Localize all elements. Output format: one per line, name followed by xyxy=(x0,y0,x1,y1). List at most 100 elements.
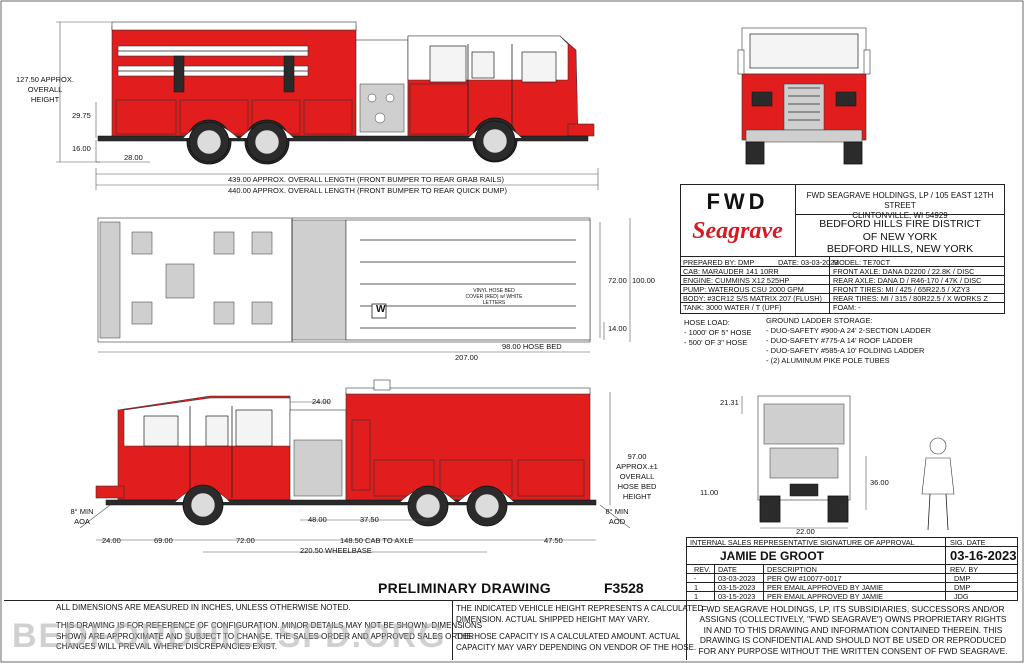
customer-line-1: BEDFORD HILLS FIRE DISTRICT xyxy=(819,218,981,230)
height-note-line: THE INDICATED VEHICLE HEIGHT REPRESENTS … xyxy=(456,604,704,613)
proprietary-notice: FWD SEAGRAVE HOLDINGS, LP, ITS SUBSIDIAR… xyxy=(688,604,1018,656)
title-block xyxy=(680,184,1005,314)
aod-value: 8° MIN xyxy=(605,507,629,516)
ladder-storage-title: GROUND LADDER STORAGE: xyxy=(766,316,873,325)
dim-16: 16.00 xyxy=(72,144,91,153)
spec-front-axle: FRONT AXLE: DANA D2200 / 22.8K / DISC xyxy=(833,267,975,276)
customer-line-3: BEDFORD HILLS, NEW YORK xyxy=(826,243,974,255)
company-address-line-1: FWD SEAGRAVE HOLDINGS, LP / 105 EAST 12T… xyxy=(806,191,994,210)
ladder-storage-item: - (2) ALUMINUM PIKE POLE TUBES xyxy=(766,356,890,365)
hose-bed-height-value: 97.00 APPROX.±1 xyxy=(616,452,658,471)
approver-name: JAMIE DE GROOT xyxy=(720,549,825,563)
prepared-by: PREPARED BY: DMP xyxy=(683,258,755,267)
description-header: DESCRIPTION xyxy=(767,565,817,574)
dim-24: 24.00 xyxy=(102,536,121,545)
dim-29-75: 29.75 xyxy=(72,111,91,120)
side-view-bottom xyxy=(79,379,631,553)
dim-37-5: 37.50 xyxy=(360,515,379,524)
aoa-value: 8° MIN xyxy=(70,507,94,516)
spec-model: MODEL: TE70CT xyxy=(833,258,891,267)
dim-36: 36.00 xyxy=(870,478,889,487)
spec-engine: ENGINE: CUMMINS X12 525HP xyxy=(683,276,790,285)
front-view xyxy=(737,27,871,165)
spec-front-tires: FRONT TIRES: MI / 425 / 65R22.5 / XZY3 xyxy=(833,285,970,294)
overall-height-dim: 127.50 APPROX. OVERALL HEIGHT xyxy=(10,75,80,105)
rev-row-by: JDG xyxy=(954,592,969,601)
side-view-top xyxy=(56,21,599,190)
hose-bed-cover-note: VINYL HOSE BED COVER (RED) w/ WHITE LETT… xyxy=(465,288,523,306)
dim-width-72: 72.00 xyxy=(608,276,627,285)
spec-rear-axle: REAR AXLE: DANA D / R46-170 / 47K / DISC xyxy=(833,276,982,285)
fwd-logo-text: FWD xyxy=(706,189,769,214)
reference-note-line: THIS DRAWING IS FOR REFERENCE OF CONFIGU… xyxy=(56,621,483,630)
dim-11: 11.00 xyxy=(700,488,719,497)
hose-bed-height-dim: 97.00 APPROX.±1 OVERALL HOSE BED HEIGHT xyxy=(612,452,662,502)
hose-bed-height-label-2: HOSE BED xyxy=(617,482,657,491)
hose-capacity-note-line: CAPACITY MAY VARY DEPENDING ON VENDOR OF… xyxy=(456,642,697,652)
company-address: FWD SEAGRAVE HOLDINGS, LP / 105 EAST 12T… xyxy=(800,191,1000,221)
aod-dim: 8° MIN AOD xyxy=(604,507,630,527)
dim-24-top: 24.00 xyxy=(312,397,331,406)
dim-47-5: 47.50 xyxy=(544,536,563,545)
rev-header: REV. xyxy=(694,565,711,574)
aoa-label: AOA xyxy=(74,517,90,526)
rev-row-by: DMP xyxy=(954,583,971,592)
hose-capacity-note-line: THE HOSE CAPACITY IS A CALCULATED AMOUNT… xyxy=(456,632,681,641)
proprietary-notice-line: FOR ANY PURPOSE WITHOUT THE WRITTEN CONS… xyxy=(698,645,1008,656)
rear-view xyxy=(741,395,955,531)
hose-bed-height-label-1: OVERALL xyxy=(619,472,655,481)
rev-row-by: DMP xyxy=(954,574,971,583)
rev-row-rev: 1 xyxy=(694,583,699,592)
approval-date: 03-16-2023 xyxy=(950,548,1017,563)
overall-length-quick-dump: 440.00 APPROX. OVERALL LENGTH (FRONT BUM… xyxy=(228,186,507,195)
height-note: THE INDICATED VEHICLE HEIGHT REPRESENTS … xyxy=(456,604,703,625)
aoa-dim: 8° MIN AOA xyxy=(70,507,94,527)
customer-line-2: OF NEW YORK xyxy=(862,230,938,243)
rev-row-desc: PER EMAIL APPROVED BY JAMIE xyxy=(767,583,883,592)
aod-label: AOD xyxy=(608,517,626,526)
proprietary-notice-line: FWD SEAGRAVE HOLDINGS, LP, ITS SUBSIDIAR… xyxy=(701,604,1005,614)
reference-note: THIS DRAWING IS FOR REFERENCE OF CONFIGU… xyxy=(56,621,482,653)
ladder-storage-item: - DUO-SAFETY #900-A 24' 2-SECTION LADDER xyxy=(766,326,932,335)
rev-row-date: 03-03-2023 xyxy=(718,574,756,583)
rev-row-date: 03-15-2023 xyxy=(718,583,756,592)
overall-length-grab-rails: 439.00 APPROX. OVERALL LENGTH (FRONT BUM… xyxy=(228,175,505,184)
letter-w: W xyxy=(376,304,386,315)
hose-load: HOSE LOAD: - 1000' OF 5" HOSE - 500' OF … xyxy=(684,318,751,348)
ladder-storage: GROUND LADDER STORAGE: - DUO-SAFETY #900… xyxy=(766,316,931,366)
seagrave-logo-text: Seagrave xyxy=(692,218,783,244)
dim-69: 69.00 xyxy=(154,536,173,545)
spec-cab: CAB: MARAUDER 141 10RR xyxy=(683,267,779,276)
height-note-line: DIMENSION. ACTUAL SHIPPED HEIGHT MAY VAR… xyxy=(456,614,650,624)
dim-14: 14.00 xyxy=(608,324,627,333)
hose-load-item: - 500' OF 3" HOSE xyxy=(684,338,748,347)
preliminary-drawing-title: PRELIMINARY DRAWING xyxy=(378,580,551,596)
dim-21-31: 21.31 xyxy=(720,398,739,407)
rev-row-date: 03-15-2023 xyxy=(718,592,756,601)
approval-header: INTERNAL SALES REPRESENTATIVE SIGNATURE … xyxy=(690,538,915,547)
spec-rear-tires: REAR TIRES: MI / 315 / 80R22.5 / X WORKS… xyxy=(833,294,988,303)
hose-bed-length: 98.00 HOSE BED xyxy=(502,342,562,351)
hose-load-item: - 1000' OF 5" HOSE xyxy=(684,328,752,337)
plan-view xyxy=(97,217,631,353)
spec-body: BODY: #3CR12 S/S MATRIX 207 (FLUSH) xyxy=(683,294,822,303)
fwd-seagrave-logo: FWD Seagrave xyxy=(681,186,794,254)
rev-row-desc: PER QW #10077-0017 xyxy=(767,574,842,583)
website-watermark: BEDFORDHILLSFD.ORG xyxy=(12,617,447,655)
proprietary-notice-line: ASSIGNS (COLLECTIVELY, "FWD SEAGRAVE") O… xyxy=(699,614,1007,625)
reference-note-line: SHOWN ARE APPROXIMATE AND SUBJECT TO CHA… xyxy=(56,631,475,641)
dim-72: 72.00 xyxy=(236,536,255,545)
company-address-line-2: CLINTONVILLE, WI 54929 xyxy=(852,211,948,220)
rev-row-desc: PER EMAIL APPROVED BY JAMIE xyxy=(767,592,883,601)
ladder-storage-item: - DUO-SAFETY #775-A 14' ROOF LADDER xyxy=(766,336,913,345)
hose-load-title: HOSE LOAD: xyxy=(684,318,730,327)
dim-width-100: 100.00 xyxy=(632,276,655,285)
spec-foam: FOAM: - xyxy=(833,303,861,312)
customer-name: BEDFORD HILLS FIRE DISTRICT OF NEW YORK … xyxy=(796,218,1004,256)
cab-to-axle: 148.50 CAB TO AXLE xyxy=(340,536,414,545)
drawing-number: F3528 xyxy=(604,580,644,596)
rev-by-header: REV. BY xyxy=(950,565,979,574)
approval-block xyxy=(686,537,1018,601)
